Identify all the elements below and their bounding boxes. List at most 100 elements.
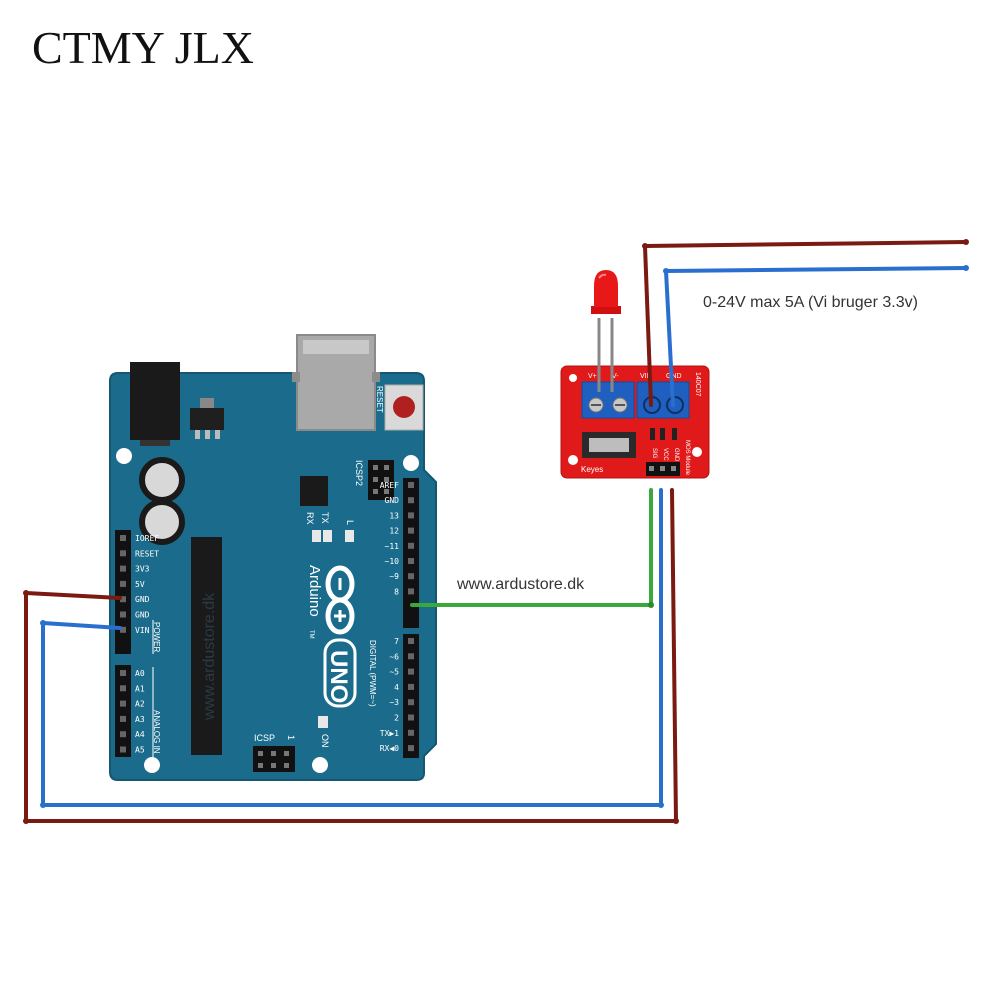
analog-header	[115, 665, 131, 757]
header-pin	[408, 745, 414, 752]
power-note-label: 0-24V max 5A (Vi bruger 3.3v)	[703, 294, 918, 311]
header-pin	[120, 626, 126, 633]
mosfet-module: V+ V- VIN GND Keyes 140C07 MOS Module SI…	[560, 270, 710, 479]
header-pin	[408, 482, 414, 488]
dc-power-jack	[130, 362, 180, 440]
header-pin	[408, 542, 414, 549]
header-pin	[120, 746, 126, 753]
board-url-silkscreen: www.ardustore.dk	[201, 592, 218, 721]
tx-led	[312, 530, 321, 542]
digital-header-bottom	[403, 634, 419, 758]
icsp-pin1-label: 1	[286, 735, 296, 740]
reset-label: RESET	[375, 386, 384, 413]
v-plus-label: V+	[588, 373, 597, 380]
uno-logo-frame	[323, 638, 357, 708]
header-pin	[660, 466, 665, 471]
pin-label: VIN	[135, 626, 150, 635]
pin-label: A2	[135, 700, 145, 709]
mounting-hole	[144, 757, 160, 773]
pin-label: GND	[385, 496, 400, 505]
mounting-hole	[312, 757, 328, 773]
header-pin	[408, 668, 414, 675]
pin-label: 12	[389, 527, 399, 536]
l-led	[345, 530, 354, 542]
arduino-tm: TM	[308, 630, 314, 639]
header-pin	[408, 573, 414, 580]
pin-label: A1	[135, 684, 145, 693]
mosfet-pin-label: GND	[673, 448, 679, 462]
arduino-logo	[325, 565, 355, 635]
mosfet-pin-label: VCC	[662, 448, 668, 461]
digital-section-label: DIGITAL (PWM=~)	[368, 640, 377, 707]
header-pin	[408, 683, 414, 690]
usb-chip	[300, 476, 328, 506]
gnd-label: GND	[666, 373, 682, 380]
on-led	[318, 716, 328, 728]
icsp-label: ICSP	[254, 733, 275, 743]
load-terminal-block	[581, 381, 635, 419]
pin-label: AREF	[380, 481, 399, 490]
power-header	[115, 530, 131, 654]
arduino-name: Arduino	[306, 565, 323, 617]
atmega-chip	[191, 537, 222, 755]
header-pin	[120, 670, 126, 676]
pin-label: 7	[394, 637, 399, 646]
brand-watermark: CTMY JLX	[32, 22, 254, 73]
header-pin	[120, 731, 126, 738]
pin-label: ~6	[389, 652, 399, 661]
pin-label: ~11	[385, 542, 400, 551]
header-pin	[408, 729, 414, 736]
header-pin	[120, 565, 126, 572]
pin-label: 8	[394, 587, 399, 596]
module-name-label: MOS Module	[684, 440, 690, 476]
header-pin	[408, 699, 414, 706]
power-section-label: POWER	[152, 622, 161, 652]
pin-label: 2	[394, 714, 399, 723]
pin-label: ~10	[385, 557, 400, 566]
header-pin	[120, 535, 126, 541]
on-label: ON	[320, 734, 330, 748]
pin-label: A3	[135, 715, 145, 724]
pin-label: RX◀0	[380, 744, 399, 753]
mounting-hole	[403, 455, 419, 471]
pin-label: TX▶1	[380, 729, 399, 738]
pin-label: A0	[135, 669, 145, 678]
header-pin	[120, 700, 126, 707]
header-pin	[649, 466, 654, 471]
mosfet-pin-label: SIG	[651, 448, 657, 459]
pin-label: 5V	[135, 580, 145, 589]
pin-label: A5	[135, 746, 145, 755]
header-pin	[120, 715, 126, 722]
pin-label: GND	[135, 611, 150, 620]
digital-header-top	[403, 478, 419, 628]
pin-label: 4	[394, 683, 399, 692]
pin-label: RESET	[135, 549, 159, 558]
pin-label: 13	[389, 511, 399, 520]
header-pin	[408, 527, 414, 534]
module-brand: Keyes	[581, 465, 603, 474]
icsp2-header	[368, 460, 394, 500]
analog-section-label: ANALOG IN	[152, 710, 161, 754]
mounting-hole	[692, 447, 702, 457]
rx-led	[323, 530, 332, 542]
header-pin	[120, 685, 126, 692]
capacitor	[139, 499, 185, 545]
tx-label: TX	[320, 512, 330, 524]
v-minus-label: V-	[612, 373, 619, 380]
header-pin	[408, 653, 414, 660]
mounting-hole	[569, 374, 577, 382]
header-pin	[408, 588, 414, 595]
mounting-hole	[116, 448, 132, 464]
capacitor	[139, 457, 185, 503]
header-pin	[408, 638, 414, 644]
header-pin	[671, 466, 676, 471]
red-led	[591, 270, 621, 392]
website-label: www.ardustore.dk	[456, 576, 585, 593]
arduino-uno-board: RESET www.ardustore.dk ICSP2 TX RX L	[109, 334, 437, 781]
uno-logo: UNO	[325, 650, 352, 703]
pin-label: A4	[135, 730, 145, 739]
pin-label: ~3	[389, 698, 399, 707]
pin-label: ~9	[389, 572, 399, 581]
header-pin	[120, 580, 126, 587]
